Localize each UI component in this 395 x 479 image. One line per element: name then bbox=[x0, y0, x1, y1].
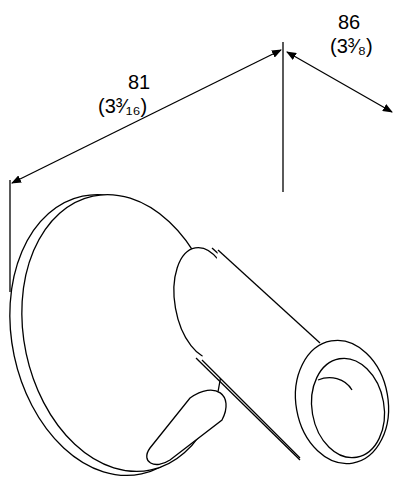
ring-inner bbox=[304, 353, 392, 464]
extension-line bbox=[282, 42, 283, 192]
slot bbox=[147, 390, 226, 464]
ring-detail bbox=[318, 378, 352, 390]
cylinder-edge bbox=[218, 250, 320, 343]
cylinder-edge bbox=[202, 360, 300, 458]
dimension-value: 81 bbox=[128, 72, 150, 92]
ring-outer bbox=[286, 333, 395, 471]
dimension-line bbox=[12, 50, 281, 183]
extension-line bbox=[9, 180, 10, 292]
dimension-line bbox=[287, 52, 392, 112]
dimension-inch: (3³⁄₈) bbox=[330, 36, 373, 56]
dimension-value: 86 bbox=[338, 12, 360, 32]
dimension-inch: (3³⁄₁₆) bbox=[98, 96, 147, 116]
